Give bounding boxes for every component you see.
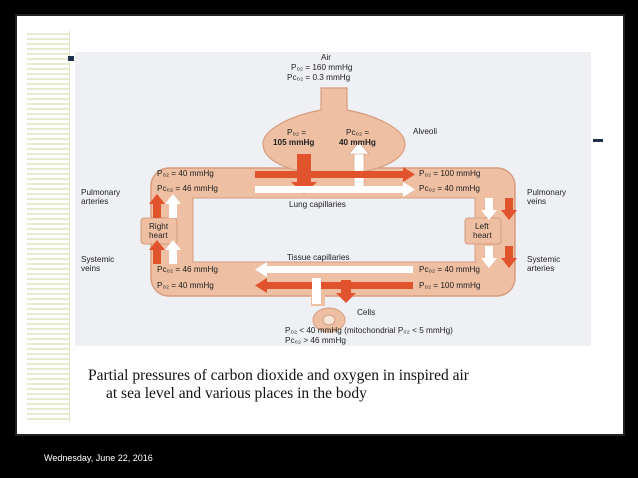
- left-o2-up-arrow-upper: [153, 202, 161, 218]
- loop-inner: [192, 197, 476, 263]
- caption-line-2: at sea level and various places in the b…: [106, 385, 367, 402]
- systemic-arteries-label-2: arteries: [527, 264, 554, 273]
- left-o2-up-arrow-lower: [153, 248, 161, 264]
- alveoli-pco2-a: Pᴄ₀₂ =: [346, 128, 369, 137]
- top-o2-arrow-head: [403, 167, 415, 182]
- right-o2-down-arrow-upper: [505, 198, 513, 212]
- co2-up-arrow-alveoli: [353, 151, 365, 189]
- top-right-po2: P₀₂ = 100 mmHg: [419, 169, 481, 178]
- pulmonary-arteries-label-1: Pulmonary: [81, 188, 121, 197]
- bottom-o2-arrow: [267, 282, 413, 289]
- bottom-right-po2: P₀₂ = 100 mmHg: [419, 281, 481, 290]
- left-co2-up-arrow-lower-head: [165, 240, 181, 250]
- left-co2-up-arrow-lower: [169, 248, 177, 264]
- air-title: Air: [321, 53, 331, 62]
- left-heart: [464, 217, 502, 245]
- footer-date: Wednesday, June 22, 2016: [44, 453, 153, 463]
- left-co2-up-arrow-upper-head: [165, 194, 181, 204]
- caption-line-1: Partial pressures of carbon dioxide and …: [88, 367, 469, 384]
- alveoli-pco2-b: 40 mmHg: [339, 138, 376, 147]
- left-co2-up-arrow-upper: [169, 202, 177, 218]
- tissue-o2-down-arrow: [341, 280, 351, 294]
- airway: [262, 87, 406, 175]
- top-co2-arrow: [255, 186, 403, 193]
- air-po2: P₀₂ = 160 mmHg: [291, 63, 353, 72]
- top-left-po2: P₀₂ = 40 mmHg: [157, 169, 214, 178]
- systemic-veins-label-2: veins: [81, 264, 100, 273]
- figure-caption: Partial pressures of carbon dioxide and …: [88, 367, 598, 403]
- pulmonary-arteries-label-2: arteries: [81, 197, 108, 206]
- left-heart-label-1: Left: [475, 222, 489, 231]
- right-co2-down-arrow-lower-head: [481, 258, 497, 268]
- cells-note-line2: Pᴄ₀₂ > 46 mmHg: [285, 336, 346, 345]
- left-o2-up-arrow-upper-head: [149, 194, 165, 204]
- right-heart-label-1: Right: [149, 222, 169, 231]
- decorative-stripes: [27, 30, 70, 422]
- tissue-co2-up-arrow: [312, 278, 321, 304]
- bottom-left-pco2: Pᴄ₀₂ = 46 mmHg: [157, 265, 218, 274]
- top-o2-arrow: [255, 171, 403, 178]
- co2-up-arrow-head: [348, 141, 370, 155]
- lung-capillaries-label: Lung capillaries: [289, 200, 346, 209]
- alveoli-label: Alveoli: [413, 127, 437, 136]
- bottom-left-po2: P₀₂ = 40 mmHg: [157, 281, 214, 290]
- tissue-capillaries-label: Tissue capillaries: [287, 253, 350, 262]
- alveoli-po2-b: 105 mmHg: [273, 138, 314, 147]
- o2-down-arrow-alveoli: [297, 154, 311, 184]
- air-pco2: Pᴄ₀₂ = 0.3 mmHg: [287, 73, 351, 82]
- systemic-veins-label-1: Systemic: [81, 255, 114, 264]
- bottom-co2-arrow-head: [255, 262, 267, 277]
- cells-note-line1: P₀₂ < 40 mmHg (mitochondrial P₀₂ < 5 mmH…: [285, 326, 453, 335]
- bottom-right-pco2: Pᴄ₀₂ = 40 mmHg: [419, 265, 480, 274]
- right-co2-down-arrow-lower: [485, 246, 493, 260]
- systemic-arteries-label-1: Systemic: [527, 255, 560, 264]
- top-left-pco2: Pᴄ₀₂ = 46 mmHg: [157, 184, 218, 193]
- cells-label: Cells: [357, 308, 375, 317]
- gas-exchange-diagram: Air P₀₂ = 160 mmHg Pᴄ₀₂ = 0.3 mmHg P₀₂ =…: [81, 53, 567, 345]
- left-heart-label-2: heart: [473, 231, 492, 240]
- alveoli-po2-a: P₀₂ =: [287, 128, 306, 137]
- tissue-o2-down-arrow-head: [336, 293, 356, 303]
- right-co2-down-arrow-upper: [485, 198, 493, 212]
- cell-nucleus: [322, 314, 336, 326]
- bottom-o2-arrow-head: [255, 278, 267, 293]
- right-heart-label-2: heart: [149, 231, 168, 240]
- right-o2-down-arrow-lower-head: [501, 258, 517, 268]
- pulmonary-veins-label-2: veins: [527, 197, 546, 206]
- slide-bullet-right-2: [593, 139, 603, 142]
- right-o2-down-arrow-upper-head: [501, 210, 517, 220]
- right-o2-down-arrow-lower: [505, 246, 513, 260]
- top-co2-arrow-head: [403, 182, 415, 197]
- right-co2-down-arrow-upper-head: [481, 210, 497, 220]
- slide-bullet-left: [68, 56, 74, 61]
- top-right-pco2: Pᴄ₀₂ = 40 mmHg: [419, 184, 480, 193]
- bottom-co2-arrow: [267, 266, 413, 273]
- pulmonary-veins-label-1: Pulmonary: [527, 188, 567, 197]
- left-o2-up-arrow-lower-head: [149, 240, 165, 250]
